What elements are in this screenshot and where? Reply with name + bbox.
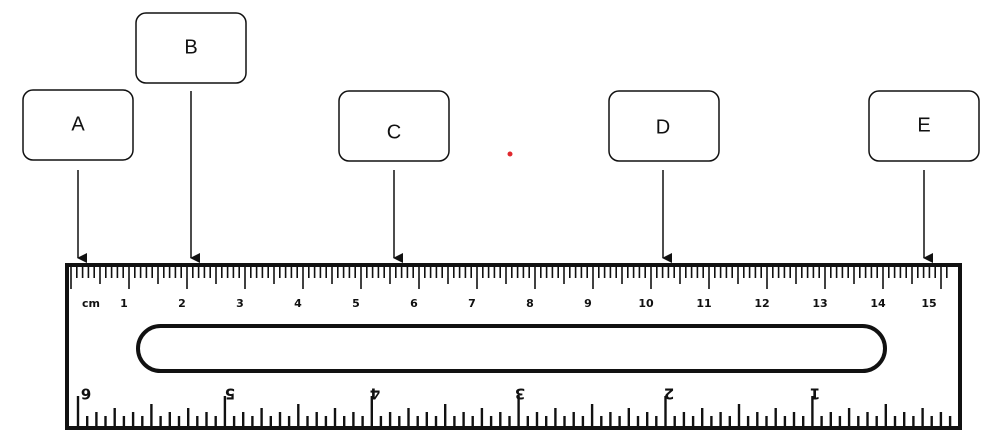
cm-number-labels: 1 2 3 4 5 6 7 8 9 10 11 12 13 14 15 [120, 297, 936, 310]
label-box-e: E [868, 90, 980, 162]
label-box-a: A [22, 89, 134, 161]
cm-label-7: 7 [468, 297, 476, 310]
inch-label-1: 1 [810, 385, 820, 403]
cm-label-6: 6 [410, 297, 418, 310]
label-box-b: B [135, 12, 247, 84]
cm-label-11: 11 [696, 297, 711, 310]
cm-label-5: 5 [352, 297, 360, 310]
inch-label-5: 5 [225, 385, 235, 403]
inch-ticks [76, 396, 952, 426]
inch-label-3: 3 [515, 385, 525, 403]
label-b-text: B [184, 36, 197, 58]
cm-unit-label: cm [82, 297, 100, 310]
cm-label-3: 3 [236, 297, 244, 310]
cm-label-1: 1 [120, 297, 128, 310]
inch-number-labels: 6 5 4 3 2 1 [81, 385, 820, 403]
label-c-text: C [387, 121, 401, 143]
cm-label-15: 15 [921, 297, 936, 310]
label-e-text: E [917, 114, 930, 136]
label-box-d: D [608, 90, 720, 162]
cm-label-13: 13 [812, 297, 827, 310]
label-box-c: C [338, 90, 450, 162]
inch-label-4: 4 [370, 385, 380, 403]
cm-label-2: 2 [178, 297, 186, 310]
label-a-text: A [71, 113, 85, 135]
cm-label-10: 10 [638, 297, 654, 310]
cm-label-14: 14 [870, 297, 886, 310]
ruler-slot [136, 324, 887, 373]
red-dot [507, 151, 513, 157]
cm-ticks [70, 267, 948, 289]
cm-label-12: 12 [754, 297, 769, 310]
inch-label-6: 6 [81, 385, 91, 403]
cm-label-8: 8 [526, 297, 534, 310]
cm-label-4: 4 [294, 297, 302, 310]
label-d-text: D [656, 116, 670, 138]
inch-label-2: 2 [664, 385, 674, 403]
cm-label-9: 9 [584, 297, 592, 310]
